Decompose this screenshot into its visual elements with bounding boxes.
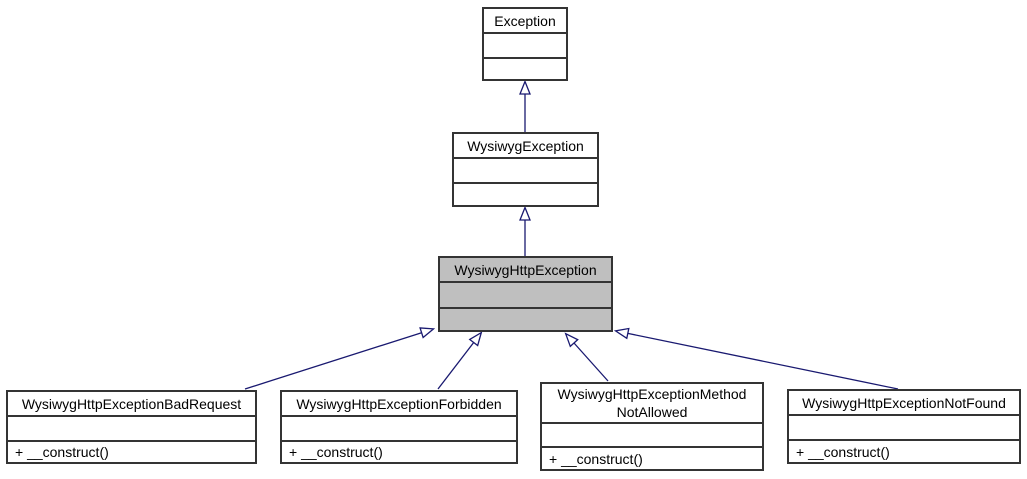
class-title[interactable]: WysiwygHttpException — [454, 261, 597, 278]
methods-compartment — [454, 182, 597, 205]
attributes-compartment — [440, 281, 611, 307]
inheritance-arrow-methodnotallowed-to-wysiwyghttpexception — [574, 343, 609, 382]
class-title[interactable]: Exception — [494, 12, 556, 29]
class-title[interactable]: WysiwygHttpExceptionMethod NotAllowed — [557, 386, 747, 420]
class-node-wysiwygexception[interactable]: WysiwygException — [452, 132, 599, 207]
class-node-wysiwyghttpexceptionmethodnotallowed[interactable]: WysiwygHttpExceptionMethod NotAllowed + … — [540, 382, 764, 471]
methods-compartment — [484, 57, 566, 79]
class-title[interactable]: WysiwygHttpExceptionNotFound — [802, 394, 1006, 411]
class-node-wysiwyghttpexceptionforbidden[interactable]: WysiwygHttpExceptionForbidden + __constr… — [280, 390, 518, 464]
construct-method-label[interactable]: + __construct() — [8, 440, 255, 462]
attributes-compartment — [282, 415, 516, 440]
attributes-compartment — [454, 157, 597, 182]
construct-method-label[interactable]: + __construct() — [789, 439, 1019, 462]
class-title[interactable]: WysiwygHttpExceptionForbidden — [296, 395, 502, 412]
attributes-compartment — [542, 422, 762, 446]
class-title[interactable]: WysiwygException — [467, 137, 584, 154]
class-node-wysiwyghttpexceptionbadrequest[interactable]: WysiwygHttpExceptionBadRequest + __const… — [6, 390, 257, 464]
attributes-compartment — [789, 414, 1019, 439]
class-title[interactable]: WysiwygHttpExceptionBadRequest — [21, 395, 242, 412]
attributes-compartment — [8, 415, 255, 440]
class-node-wysiwyghttpexception-highlighted[interactable]: WysiwygHttpException — [438, 256, 613, 332]
methods-compartment — [440, 307, 611, 330]
class-node-exception[interactable]: Exception — [482, 7, 568, 81]
construct-method-label[interactable]: + __construct() — [542, 446, 762, 469]
inheritance-arrow-forbidden-to-wysiwyghttpexception — [437, 343, 474, 390]
construct-method-label[interactable]: + __construct() — [282, 440, 516, 462]
inheritance-arrow-notfound-to-wysiwyghttpexception — [628, 333, 899, 390]
inheritance-arrow-badrequest-to-wysiwyghttpexception — [244, 333, 422, 390]
class-node-wysiwyghttpexceptionnotfound[interactable]: WysiwygHttpExceptionNotFound + __constru… — [787, 389, 1021, 464]
attributes-compartment — [484, 32, 566, 57]
